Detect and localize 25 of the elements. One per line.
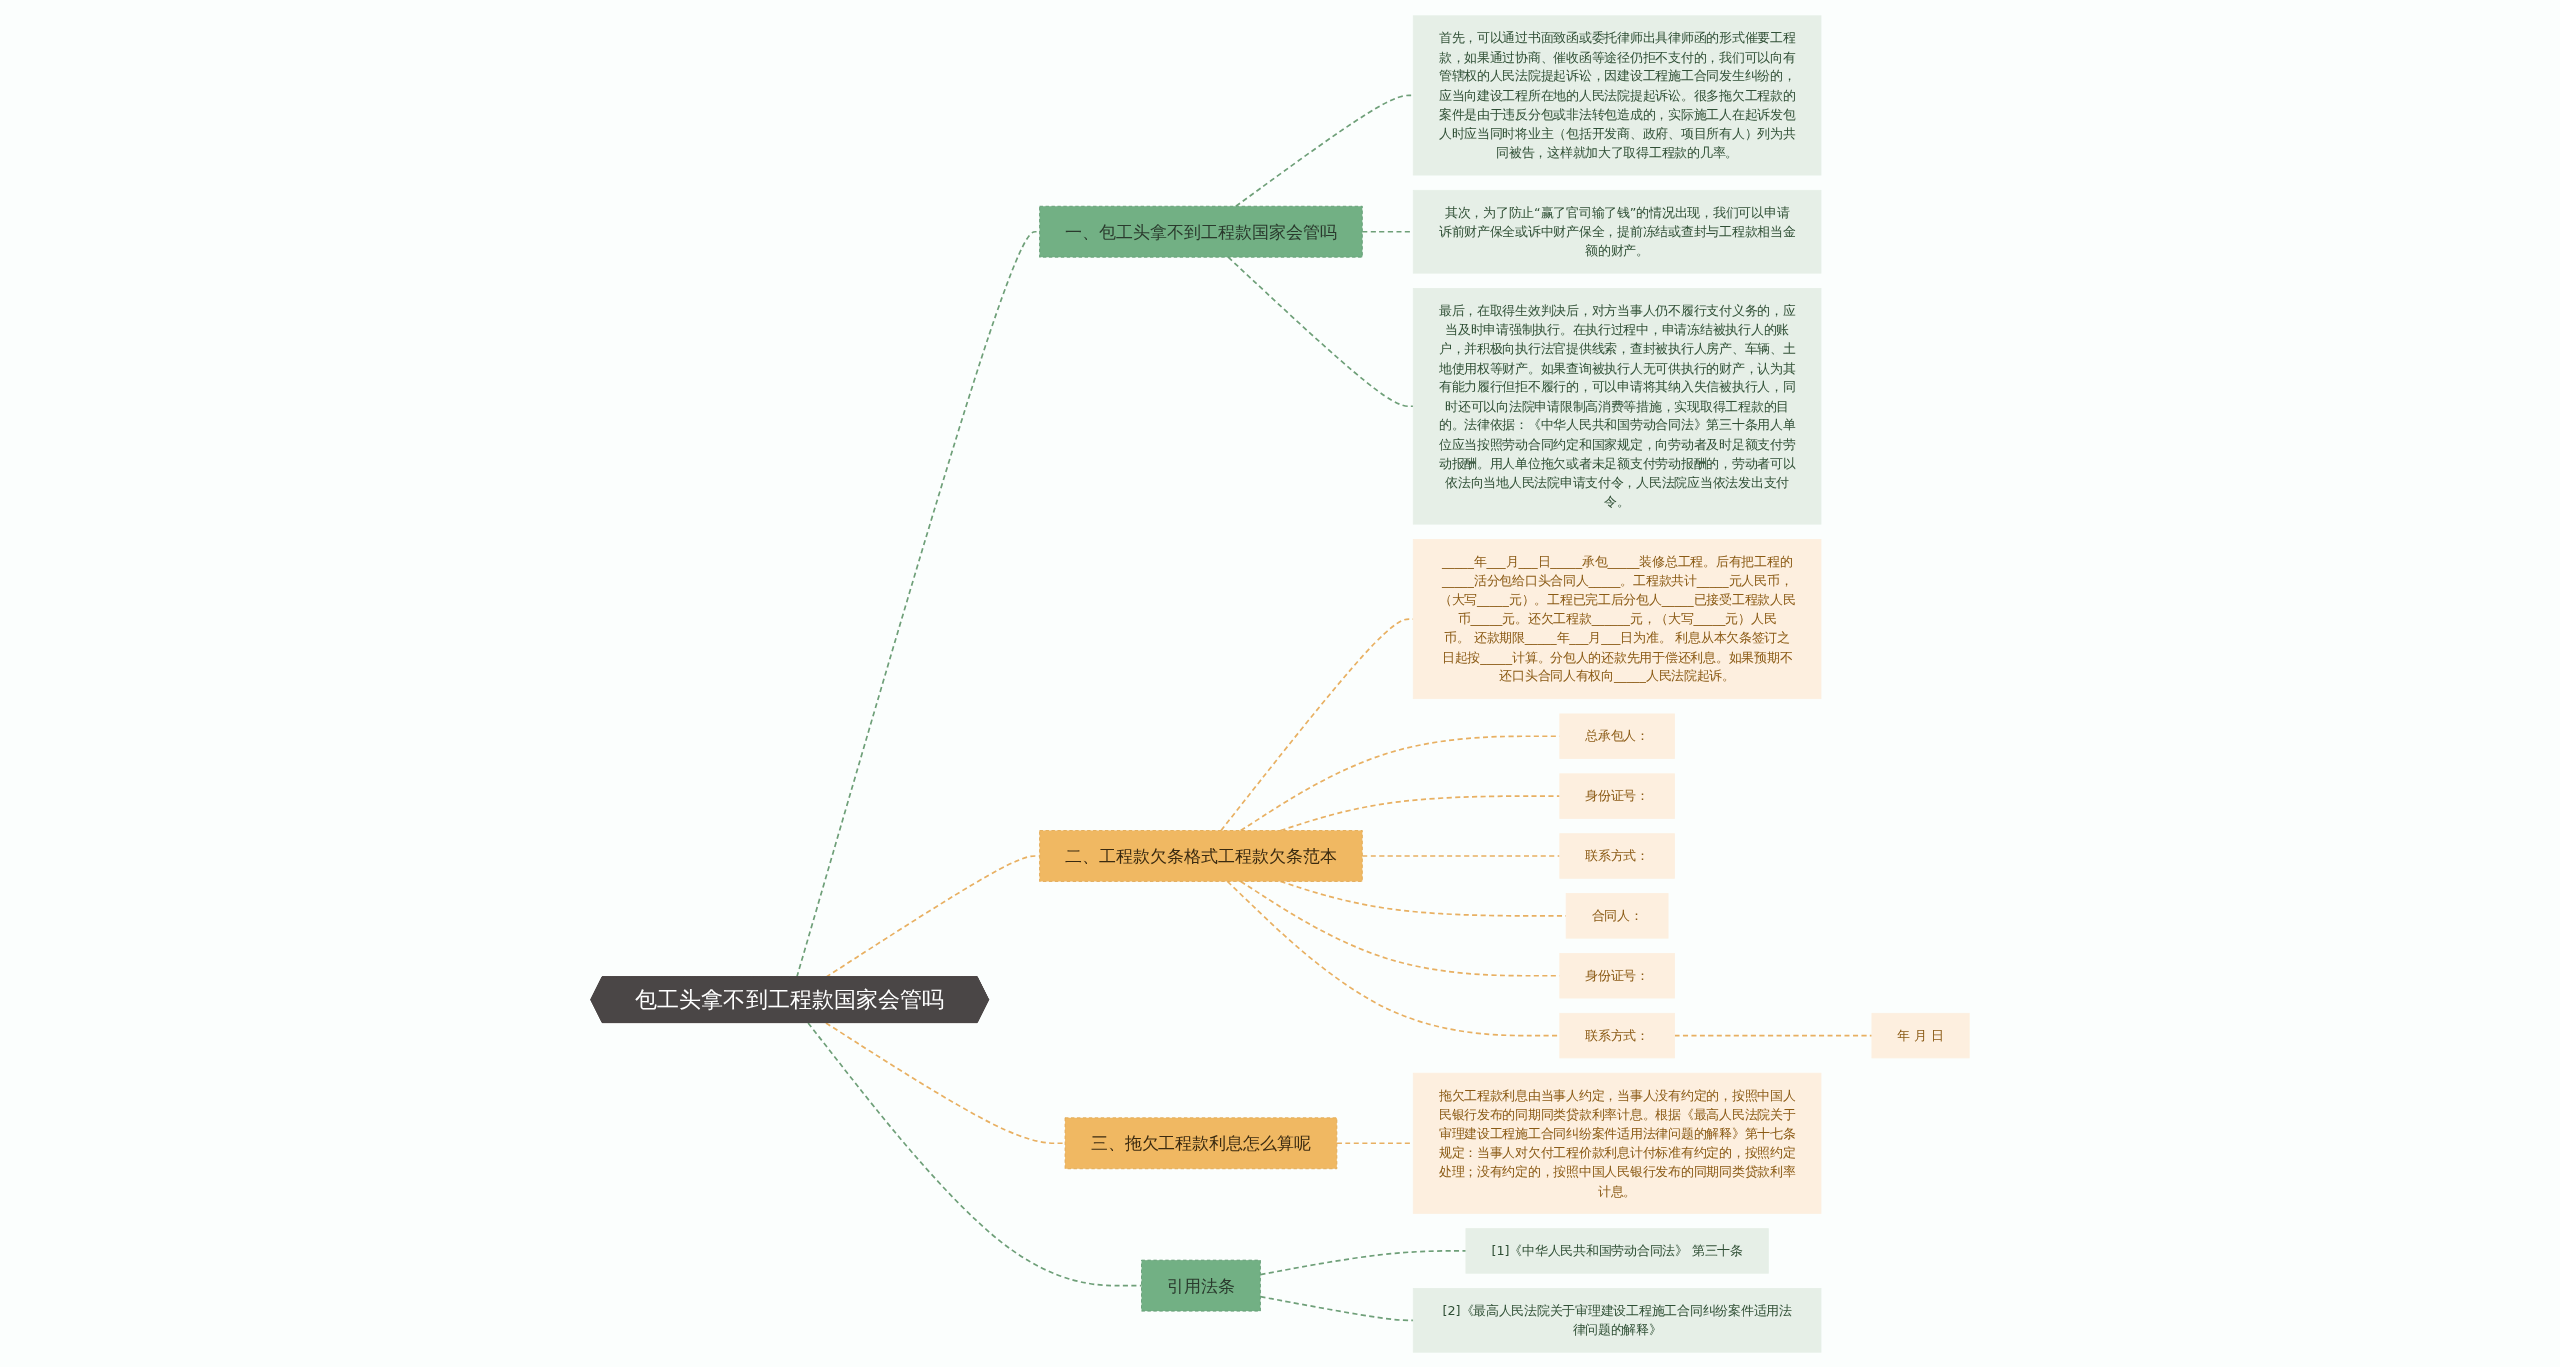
node-box: 合同人： — [1565, 892, 1669, 939]
node-box: _____年___月___日_____承包_____装修总工程。后有把工程的_____活分包给口头合同人_____。工程款共计_____元人民币，（大写_____元）。工程已完工后分包人_____已接受工程款人民币_____元。还欠工程款______元，（大写_____元）人民币。 还款期限_____年___月___日为准。 利息从本欠条签订之日起按_____计算。分包人的还款先用于偿还利息。如果预期不还口头合同人有权向_____人民法院起诉。 — [1412, 538, 1822, 699]
node-box: 一、包工头拿不到工程款国家会管吗 — [1039, 205, 1363, 258]
node-box: 身份证号： — [1559, 772, 1675, 819]
node-box: 三、拖欠工程款利息怎么算呢 — [1064, 1116, 1338, 1169]
connector — [825, 1021, 1066, 1144]
connector — [1259, 1249, 1467, 1275]
node-box: 联系方式： — [1559, 832, 1675, 879]
node-box: [1]《中华人民共和国劳动合同法》 第三十条 — [1465, 1227, 1769, 1274]
node-box: 身份证号： — [1559, 952, 1675, 998]
connector — [1227, 255, 1415, 407]
connector — [1239, 734, 1561, 831]
connector — [807, 1021, 1143, 1286]
node-box: 年 月 日 — [1871, 1012, 1970, 1058]
connector — [1361, 854, 1561, 857]
node-box: 联系方式： — [1559, 1012, 1675, 1058]
connector — [1673, 1034, 1873, 1036]
node-box: 二、工程款欠条格式工程款欠条范本 — [1039, 829, 1363, 882]
node-box: 最后，在取得生效判决后，对方当事人仍不履行支付义务的，应当及时申请强制执行。在执行过程中，申请冻结被执行人的账户，并积极向执行法官提供线索，查封被执行人房产、车辆、土地使用权等财产。如果查询被执行人无可供执行的财产，认为其有能力履行但拒不履行的，可以申请将其纳入失信被执行人，同时还可以向法院申请限制高消费等措施，实现取得工程款的目的。法律依据：《中华人民共和国劳动合同法》第三十条用人单位应当按照劳动合同约定和国家规定，向劳动者及时足额支付劳动报酬。用人单位拖欠或者未足额支付劳动报酬的，劳动者可以依法向当地人民法院申请支付令，人民法院应当依法发出支付令。 — [1412, 287, 1822, 525]
node-box: 总承包人： — [1559, 713, 1675, 759]
node-box: 拖欠工程款利息由当事人约定，当事人没有约定的，按照中国人民银行发布的同期同类贷款利率计息。根据《最高人民法院关于审理建设工程施工合同纠纷案件适用法律问题的解释》第十七条规定：当事人对欠付工程价款利息计付标准有约定的，按照约定处理；没有约定的，按照中国人民银行发布的同期同类贷款利率计息。 — [1412, 1072, 1822, 1214]
node-box: [2]《最高人民法院关于审理建设工程施工合同纠纷案件适用法律问题的解释》 — [1412, 1287, 1822, 1353]
connector — [1259, 1295, 1415, 1321]
node-box: 引用法条 — [1141, 1259, 1261, 1312]
node-box: 首先，可以通过书面致函或委托律师出具律师函的形式催要工程款，如果通过协商、催收函等途径仍拒不支付的，我们可以向有管辖权的人民法院提起诉讼，因建设工程施工合同发生纠纷的，应当向建设工程所在地的人民法院提起诉讼。很多拖欠工程款的案件是由于违反分包或非法转包造成的，实际施工人在起诉发包人时应当同时将业主（包括开发商、政府、项目所有人）列为共同被告，这样就加大了取得工程款的几率。 — [1412, 14, 1822, 175]
